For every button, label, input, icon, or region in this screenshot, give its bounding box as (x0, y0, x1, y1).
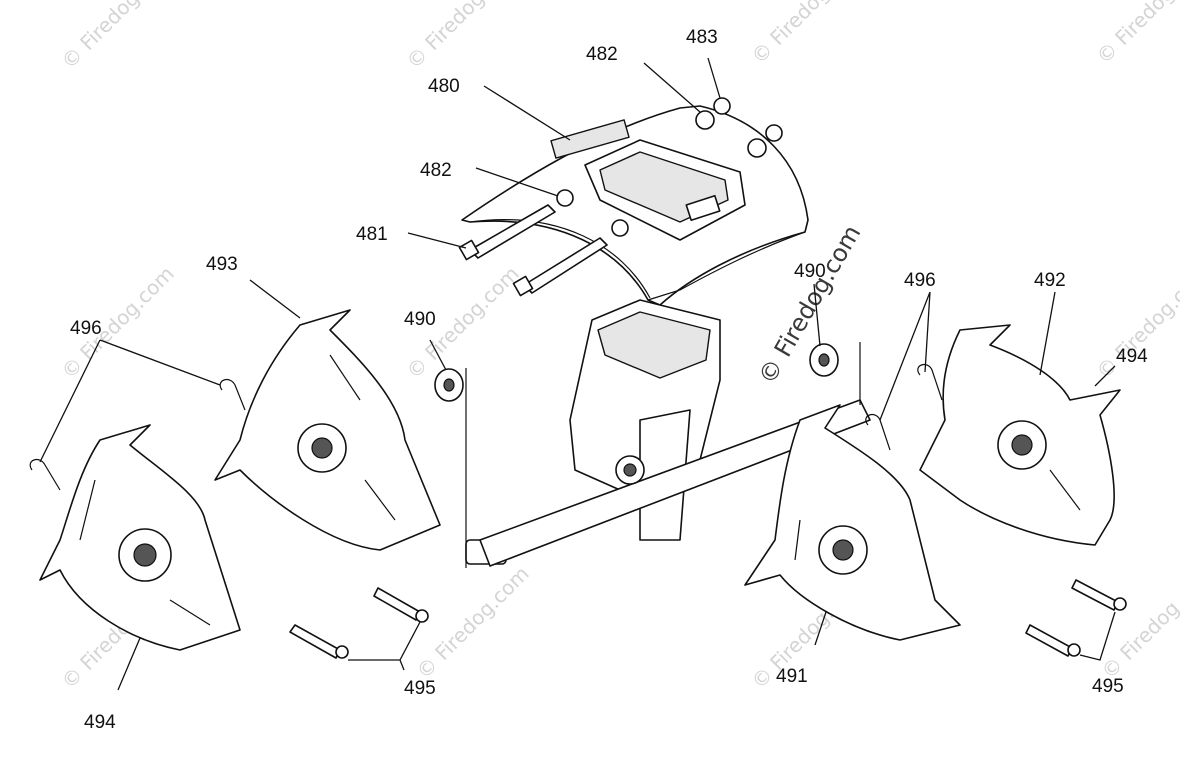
watermark-bottom-mid: © Firedog.com (412, 561, 534, 683)
callout-482-mid: 482 (420, 160, 452, 181)
callout-494-right: 494 (1116, 346, 1148, 367)
pins-495 (289, 579, 1127, 659)
callout-labels: 480 481 482 482 483 490 490 491 492 493 … (70, 27, 1148, 733)
callout-492: 492 (1034, 270, 1066, 291)
callout-494-left: 494 (84, 712, 116, 733)
watermark-top-far-right: © Firedog.com (1092, 0, 1180, 69)
callout-481: 481 (356, 224, 388, 245)
tine-493 (214, 309, 441, 551)
callout-483: 483 (686, 27, 718, 48)
tine-shield (461, 105, 809, 306)
callout-495-right: 495 (1092, 676, 1124, 697)
leader-lines (39, 57, 1116, 691)
callout-490-left: 490 (404, 309, 436, 330)
washers-490 (434, 343, 839, 402)
callout-496-right: 496 (904, 270, 936, 291)
clips-496 (29, 363, 943, 491)
bolts (458, 204, 608, 297)
watermark-top-left: © Firedog.com (57, 0, 179, 74)
hardware-top (556, 97, 783, 237)
watermark-bottom-far-right: © Firedog.com (1097, 561, 1180, 683)
callout-495-left: 495 (404, 678, 436, 699)
callout-490-right: 490 (794, 261, 826, 282)
callout-482-top: 482 (586, 44, 618, 65)
tine-494-left (39, 424, 241, 651)
tine-491 (744, 404, 961, 641)
gearbox-assembly (465, 299, 871, 568)
watermark-top-right: © Firedog.com (747, 0, 869, 69)
callout-491: 491 (776, 666, 808, 687)
tine-492 (919, 324, 1121, 546)
callout-496-left: 496 (70, 318, 102, 339)
watermark-top-mid: © Firedog.com (402, 0, 524, 74)
callout-493: 493 (206, 254, 238, 275)
callout-480: 480 (428, 76, 460, 97)
